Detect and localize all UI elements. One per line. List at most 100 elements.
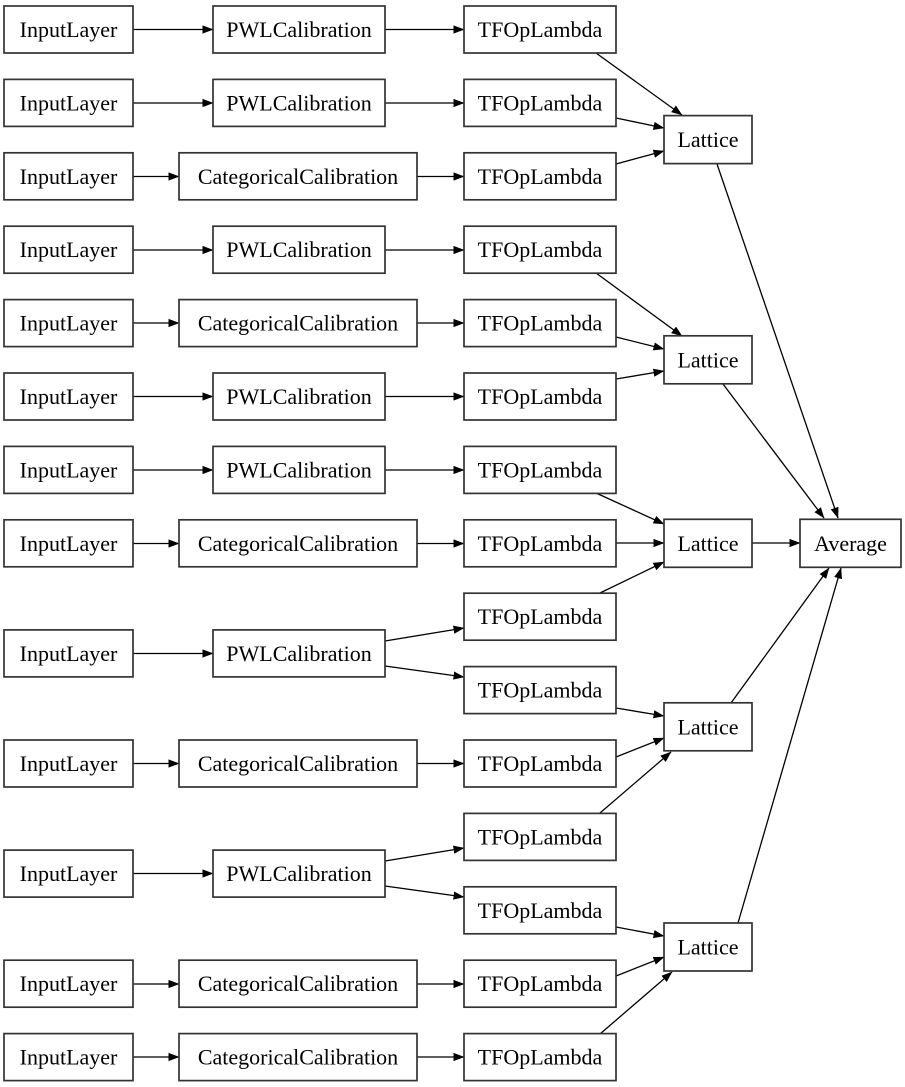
lattice-node-box — [663, 334, 753, 385]
tfoplambda-node: TFOpLambda — [463, 225, 617, 275]
inputlayer-node: InputLayer — [3, 1032, 134, 1082]
tfoplambda-node: TFOpLambda — [463, 151, 617, 201]
inputlayer-node: InputLayer — [3, 739, 134, 788]
inputlayer-node: InputLayer — [3, 445, 134, 495]
edge-arrow — [716, 163, 839, 519]
pwlcalibration-node: PWLCalibration — [212, 225, 386, 275]
node-label: InputLayer — [20, 90, 118, 115]
pwlcalibration-node-box — [212, 5, 386, 54]
pwlcalibration-node-box — [212, 225, 386, 275]
edge-arrow — [595, 492, 665, 525]
node-label: TFOpLambda — [478, 164, 603, 189]
inputlayer-node: InputLayer — [3, 849, 134, 898]
tfoplambda-node: TFOpLambda — [463, 298, 617, 348]
node-label: TFOpLambda — [478, 1045, 603, 1070]
lattice-node: Lattice — [663, 518, 753, 569]
tfoplambda-node-box — [463, 151, 617, 201]
lattice-node-box — [663, 701, 753, 752]
tfoplambda-node: TFOpLambda — [463, 812, 617, 862]
categoricalcalibration-node: CategoricalCalibration — [178, 1032, 418, 1082]
node-label: Lattice — [677, 127, 738, 152]
node-label: Lattice — [677, 714, 738, 739]
lattice-node: Lattice — [663, 114, 753, 165]
categoricalcalibration-node-box — [178, 518, 418, 568]
node-label: TFOpLambda — [478, 971, 603, 996]
pwlcalibration-node-box — [212, 78, 386, 128]
node-label: InputLayer — [20, 531, 118, 556]
node-label: PWLCalibration — [226, 237, 371, 262]
lattice-node: Lattice — [663, 334, 753, 385]
tfoplambda-node: TFOpLambda — [463, 885, 617, 935]
pwlcalibration-node: PWLCalibration — [212, 629, 386, 678]
node-label: InputLayer — [20, 1045, 118, 1070]
categoricalcalibration-node: CategoricalCalibration — [178, 518, 418, 568]
inputlayer-node-box — [3, 298, 134, 348]
node-label: TFOpLambda — [478, 311, 603, 336]
inputlayer-node: InputLayer — [3, 518, 134, 568]
pwlcalibration-node-box — [212, 629, 386, 678]
tfoplambda-node: TFOpLambda — [463, 372, 617, 421]
pwlcalibration-node: PWLCalibration — [212, 5, 386, 54]
node-label: PWLCalibration — [226, 861, 371, 886]
categoricalcalibration-node-box — [178, 151, 418, 201]
node-label: CategoricalCalibration — [198, 164, 398, 189]
inputlayer-node: InputLayer — [3, 78, 134, 128]
edge-arrow — [615, 707, 665, 719]
node-label: TFOpLambda — [478, 531, 603, 556]
node-label: InputLayer — [20, 861, 118, 886]
node-label: InputLayer — [20, 641, 118, 666]
edge-arrow — [599, 561, 665, 594]
node-label: TFOpLambda — [478, 17, 603, 42]
inputlayer-node-box — [3, 151, 134, 201]
node-label: InputLayer — [20, 164, 118, 189]
pwlcalibration-node-box — [212, 849, 386, 898]
inputlayer-node: InputLayer — [3, 5, 134, 54]
edge-arrow — [615, 737, 665, 758]
inputlayer-node-box — [3, 739, 134, 788]
node-label: TFOpLambda — [478, 237, 603, 262]
node-label: PWLCalibration — [226, 17, 371, 42]
inputlayer-node: InputLayer — [3, 959, 134, 1009]
pwlcalibration-node: PWLCalibration — [212, 445, 386, 495]
tfoplambda-node: TFOpLambda — [463, 5, 617, 54]
node-label: TFOpLambda — [478, 457, 603, 482]
inputlayer-node-box — [3, 225, 134, 275]
tfoplambda-node-box — [463, 5, 617, 54]
inputlayer-node-box — [3, 5, 134, 54]
tfoplambda-node-box — [463, 372, 617, 421]
node-label: TFOpLambda — [478, 604, 603, 629]
tfoplambda-node-box — [463, 885, 617, 935]
tfoplambda-node-box — [463, 78, 617, 128]
tfoplambda-node: TFOpLambda — [463, 78, 617, 128]
inputlayer-node: InputLayer — [3, 372, 134, 421]
categoricalcalibration-node-box — [178, 298, 418, 348]
tfoplambda-node-box — [463, 959, 617, 1009]
edge-arrow — [595, 52, 683, 116]
tfoplambda-node-box — [463, 518, 617, 568]
tfoplambda-node-box — [463, 592, 617, 642]
node-label: PWLCalibration — [226, 90, 371, 115]
tfoplambda-node: TFOpLambda — [463, 592, 617, 642]
edge-arrow — [615, 926, 665, 939]
node-label: InputLayer — [20, 384, 118, 409]
tfoplambda-node-box — [463, 445, 617, 495]
node-label: CategoricalCalibration — [198, 971, 398, 996]
edge-arrow — [599, 751, 672, 814]
node-label: InputLayer — [20, 311, 118, 336]
inputlayer-node-box — [3, 518, 134, 568]
tfoplambda-node: TFOpLambda — [463, 445, 617, 495]
average-node: Average — [799, 518, 902, 569]
tfoplambda-node: TFOpLambda — [463, 665, 617, 715]
node-label: Lattice — [677, 935, 738, 960]
tfoplambda-node-box — [463, 225, 617, 275]
node-label: InputLayer — [20, 751, 118, 776]
tfoplambda-node-box — [463, 1032, 617, 1082]
lattice-node-box — [663, 114, 753, 165]
categoricalcalibration-node: CategoricalCalibration — [178, 151, 418, 201]
node-label: Lattice — [677, 531, 738, 556]
pwlcalibration-node: PWLCalibration — [212, 372, 386, 421]
node-label: TFOpLambda — [478, 384, 603, 409]
edge-arrow — [615, 149, 665, 165]
pwlcalibration-node: PWLCalibration — [212, 78, 386, 128]
